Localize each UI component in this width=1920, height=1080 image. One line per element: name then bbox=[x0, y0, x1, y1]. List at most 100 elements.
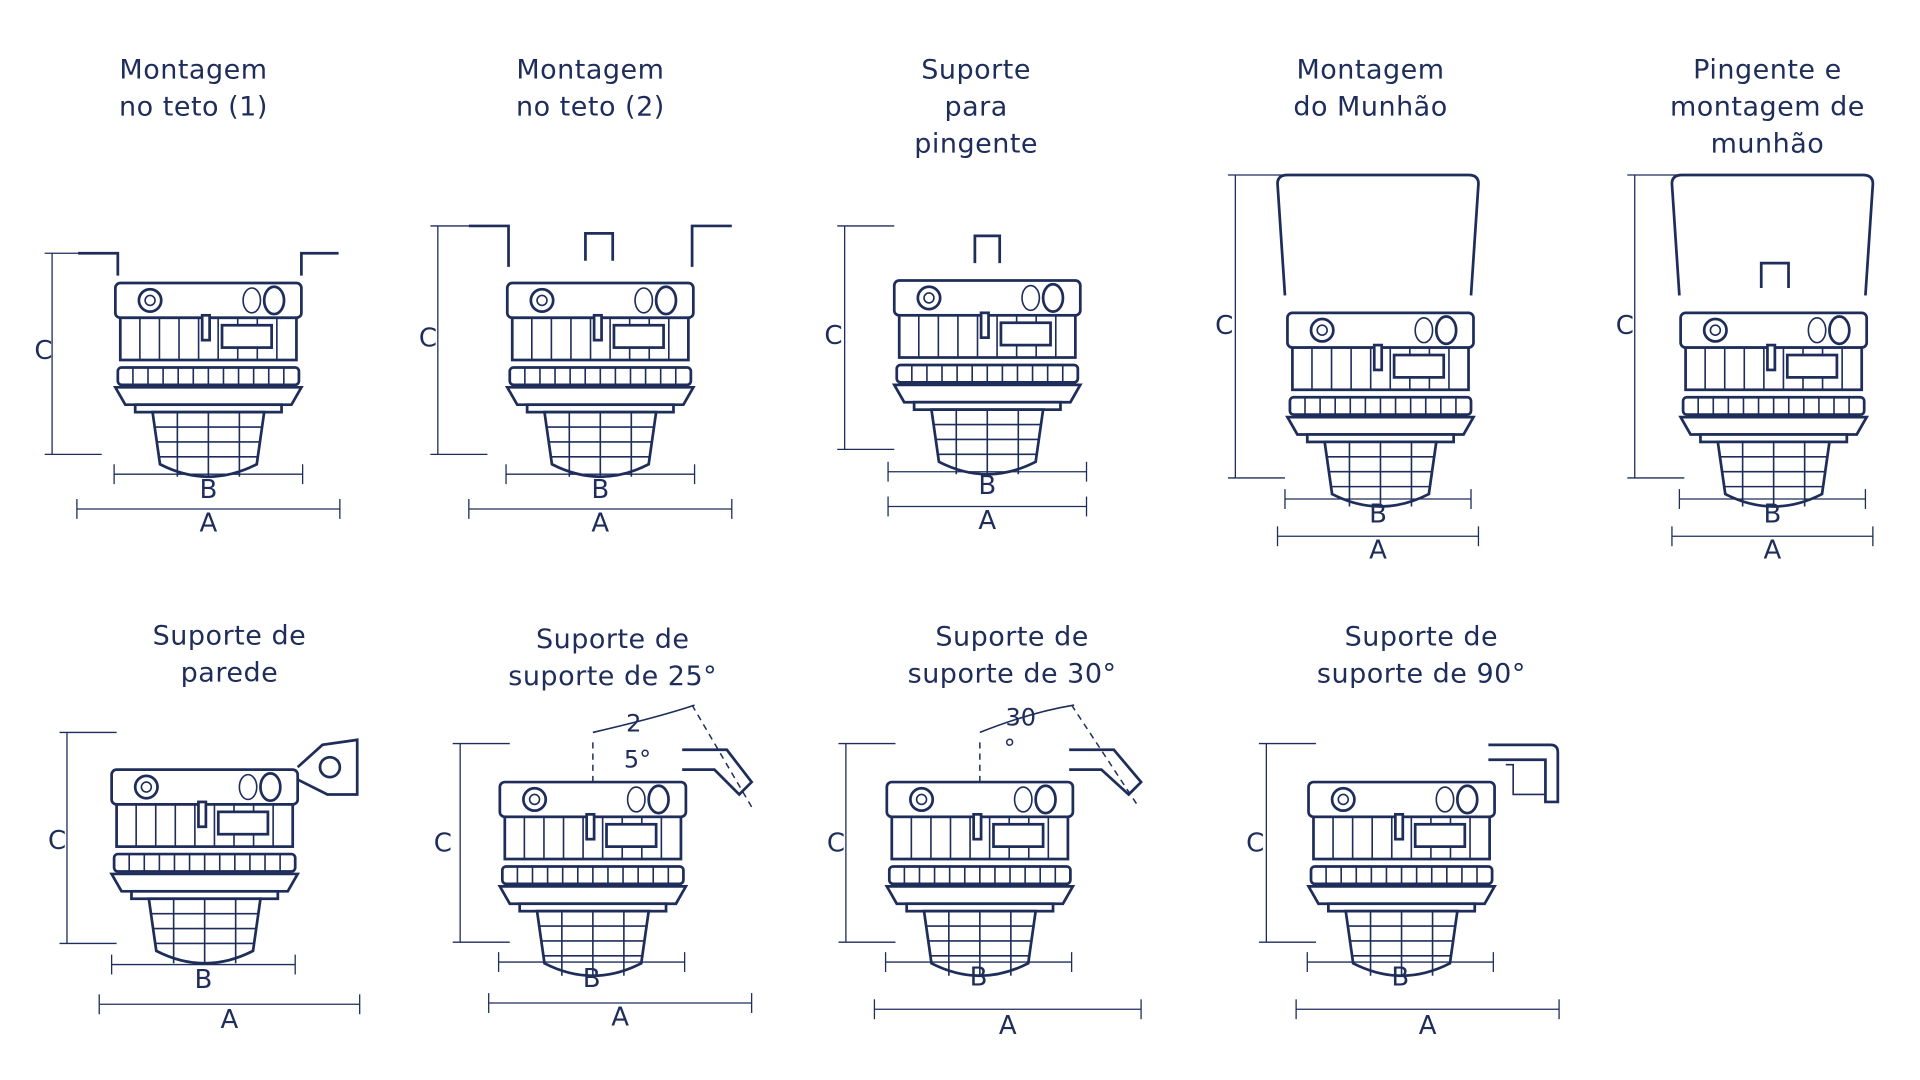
bracket-25-title-line: suporte de 25° bbox=[508, 661, 717, 692]
bracket-25-dimension-b: B bbox=[497, 952, 686, 994]
ceiling-mount-1-dimension-b: B bbox=[113, 464, 304, 505]
trunnion-mount-title: Montagem do Munhão bbox=[1293, 54, 1447, 122]
wall-support-dimension-a: A bbox=[98, 994, 361, 1035]
pendant-trunnion-mount-dimension-b: B bbox=[1678, 489, 1867, 530]
pendant-support-title-line: pingente bbox=[914, 128, 1038, 159]
trunnion-mount-dimension-c-label: C bbox=[1215, 311, 1233, 341]
ceiling-mount-2-dimension-b-label: B bbox=[591, 475, 609, 505]
bracket-25-luminaire-body bbox=[497, 780, 689, 977]
ceiling-mount-2-mount-bracket bbox=[468, 224, 732, 267]
bracket-90-luminaire-body bbox=[1306, 780, 1497, 977]
bracket-30-angle-label-top: 30 bbox=[1006, 703, 1037, 731]
ceiling-mount-2-dimension-c: C bbox=[419, 225, 488, 455]
trunnion-mount-dimension-a-label: A bbox=[1369, 536, 1387, 566]
pendant-trunnion-mount-dimension-a-label: A bbox=[1764, 536, 1782, 566]
bracket-30-dimension-b-label: B bbox=[970, 963, 988, 993]
pendant-support-dimension-b-label: B bbox=[978, 471, 996, 501]
bracket-30-dimension-a: A bbox=[873, 999, 1142, 1041]
wall-support-dimension-c: C bbox=[48, 731, 117, 945]
bracket-30-dimension-c: C bbox=[827, 742, 896, 943]
bracket-25-angle-label-bottom: 5° bbox=[624, 745, 651, 773]
pendant-trunnion-mount-dimension-a: A bbox=[1671, 526, 1874, 566]
wall-support-luminaire-body bbox=[109, 768, 301, 965]
bracket-25-title: Suporte de suporte de 25° bbox=[508, 624, 717, 692]
ceiling-mount-1-dimension-a-label: A bbox=[199, 508, 217, 538]
trunnion-mount-title-line: do Munhão bbox=[1293, 91, 1447, 122]
pendant-support-mount-bracket bbox=[973, 234, 1002, 264]
bracket-25-mount-bracket bbox=[592, 704, 754, 808]
wall-support-mount-bracket bbox=[296, 738, 359, 796]
diagram-ceiling-mount-2: Montagem no teto (2) AB C bbox=[419, 54, 733, 538]
pendant-trunnion-mount-dimension-c-label: C bbox=[1616, 311, 1634, 341]
bracket-30-luminaire-body bbox=[884, 780, 1076, 977]
bracket-25-dimension-c-label: C bbox=[434, 829, 452, 859]
trunnion-mount-dimension-b-label: B bbox=[1369, 500, 1387, 530]
bracket-30-dimension-b: B bbox=[884, 952, 1073, 993]
bracket-30-title-line: Suporte de bbox=[935, 622, 1089, 653]
bracket-90-mount-bracket bbox=[1488, 743, 1560, 804]
ceiling-mount-2-dimension-a: A bbox=[468, 499, 733, 538]
trunnion-mount-luminaire-body bbox=[1285, 311, 1476, 508]
ceiling-mount-2-title: Montagem no teto (2) bbox=[516, 54, 665, 122]
bracket-90-dimension-a-label: A bbox=[1419, 1011, 1437, 1041]
pendant-support-title-line: Suporte bbox=[921, 54, 1031, 85]
ceiling-mount-1-dimension-b-label: B bbox=[199, 475, 217, 505]
trunnion-mount-dimension-a: A bbox=[1276, 526, 1480, 566]
bracket-90-dimension-c-label: C bbox=[1246, 829, 1264, 859]
bracket-90-dimension-a: A bbox=[1295, 999, 1560, 1041]
wall-support-dimension-a-label: A bbox=[221, 1005, 239, 1035]
pendant-support-title-line: para bbox=[944, 91, 1007, 122]
bracket-90-dimension-b-label: B bbox=[1391, 963, 1409, 993]
bracket-30-dimension-a-label: A bbox=[999, 1011, 1017, 1041]
bracket-25-dimension-a: A bbox=[488, 993, 753, 1032]
wall-support-title: Suporte de parede bbox=[153, 620, 307, 688]
trunnion-mount-dimension-b: B bbox=[1284, 489, 1472, 530]
wall-support-dimension-b-label: B bbox=[194, 965, 212, 995]
pendant-trunnion-mount-luminaire-body bbox=[1678, 311, 1870, 508]
ceiling-mount-1-mount-bracket bbox=[78, 251, 339, 276]
pendant-support-title: Suporte para pingente bbox=[914, 54, 1038, 159]
ceiling-mount-2-luminaire-body bbox=[504, 281, 696, 478]
bracket-25-dimension-a-label: A bbox=[611, 1002, 629, 1032]
pendant-trunnion-mount-mount-bracket bbox=[1670, 173, 1875, 296]
wall-support-title-line: parede bbox=[181, 657, 279, 688]
ceiling-mount-1-luminaire-body bbox=[112, 281, 304, 478]
ceiling-mount-2-dimension-a-label: A bbox=[591, 508, 609, 538]
bracket-90-title-line: Suporte de bbox=[1345, 622, 1499, 653]
pendant-trunnion-mount-title-line: Pingente e bbox=[1693, 54, 1842, 85]
bracket-25-angle-label-top: 2 bbox=[626, 709, 641, 737]
pendant-support-dimension-c-label: C bbox=[824, 321, 842, 351]
bracket-30-dimension-c-label: C bbox=[827, 829, 845, 859]
pendant-support-dimension-c: C bbox=[824, 225, 895, 451]
ceiling-mount-1-dimension-c-label: C bbox=[34, 336, 52, 366]
ceiling-mount-1-title-line: no teto (1) bbox=[119, 91, 268, 122]
ceiling-mount-2-title-line: no teto (2) bbox=[516, 91, 665, 122]
pendant-trunnion-mount-title-line: munhão bbox=[1711, 128, 1825, 159]
bracket-25-dimension-b-label: B bbox=[583, 964, 601, 994]
wall-support-dimension-c-label: C bbox=[48, 826, 66, 856]
trunnion-mount-mount-bracket bbox=[1276, 173, 1480, 296]
wall-support-title-line: Suporte de bbox=[153, 620, 307, 651]
bracket-25-dimension-c: C bbox=[434, 742, 510, 943]
bracket-90-dimension-b: B bbox=[1306, 952, 1494, 993]
pendant-trunnion-mount-dimension-b-label: B bbox=[1763, 500, 1781, 530]
pendant-support-luminaire-body bbox=[891, 279, 1083, 476]
bracket-25-title-line: Suporte de bbox=[536, 624, 690, 655]
bracket-30-angle-label-bottom: ° bbox=[1004, 734, 1016, 762]
trunnion-mount-title-line: Montagem bbox=[1296, 54, 1444, 85]
pendant-support-dimension-a: A bbox=[887, 496, 1088, 536]
ceiling-mount-2-title-line: Montagem bbox=[516, 54, 664, 85]
bracket-90-dimension-c: C bbox=[1246, 742, 1316, 943]
